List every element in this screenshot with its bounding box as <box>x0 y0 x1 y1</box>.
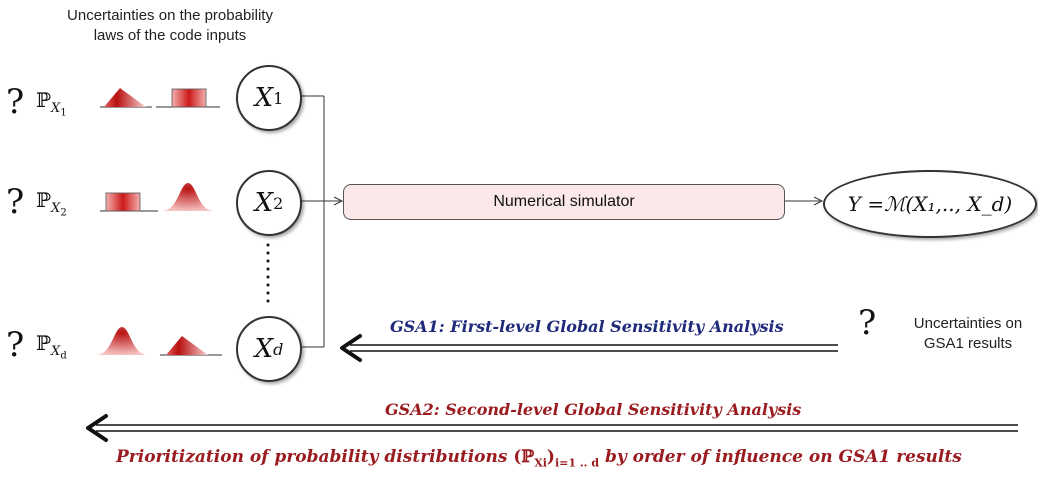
prioritization-text-before: Prioritization of probability distributi… <box>116 447 508 467</box>
prioritization-text-after: by order of influence on GSA1 results <box>604 447 962 467</box>
arrow-to-simulator <box>324 196 344 206</box>
node-var-2: X <box>254 188 274 218</box>
gsa1-arrow <box>340 334 838 362</box>
prob-symbol-d: ℙ <box>36 331 52 355</box>
question-mark-1: ? <box>6 82 25 122</box>
question-mark-d: ? <box>6 325 25 365</box>
model-output-ellipse: Y =ℳ(X₁,.., X_d) <box>823 170 1037 238</box>
prob-subsub-2: 2 <box>60 207 67 219</box>
caption-line-2: laws of the code inputs <box>93 27 247 44</box>
caption-line-1: Uncertainties on the probability <box>67 7 273 24</box>
prob-subsub-1: 1 <box>60 107 67 119</box>
prob-label-1: ℙX1 <box>36 88 67 119</box>
distribution-triangular-d <box>160 336 222 356</box>
distribution-normal-d <box>96 327 148 355</box>
gsa2-arrow <box>86 414 1018 442</box>
question-mark-gsa1: ? <box>858 303 877 343</box>
distribution-triangular-1 <box>100 88 152 108</box>
gsa2-label: GSA2: Second-level Global Sensitivity An… <box>385 400 802 419</box>
prob-sub-d: X <box>51 344 61 359</box>
simulator-label: Numerical simulator <box>493 193 635 210</box>
node-sub-d: d <box>273 339 284 359</box>
prioritization-math-index: i=1 .. d <box>554 456 600 470</box>
distribution-normal-2 <box>162 183 214 211</box>
prob-sub-2: X <box>51 201 61 216</box>
prioritization-math: (ℙXi)i=1 .. d <box>513 447 600 470</box>
distribution-uniform-2 <box>100 192 158 212</box>
prob-label-d: ℙXd <box>36 331 67 362</box>
gsa1-uncertainty-line-2: GSA1 results <box>923 335 1013 352</box>
prob-symbol-1: ℙ <box>36 88 52 112</box>
prioritization-math-open: (ℙ <box>513 447 535 467</box>
prob-subsub-d: d <box>60 350 67 362</box>
input-uncertainty-caption: Uncertainties on the probability laws of… <box>0 6 340 46</box>
arrow-to-output <box>784 196 824 206</box>
ellipsis-dots <box>266 243 270 303</box>
numerical-simulator-box: Numerical simulator <box>343 184 785 220</box>
gsa1-uncertainty-line-1: Uncertainties on <box>913 315 1023 332</box>
output-label: Y =ℳ(X₁,.., X_d) <box>847 192 1013 216</box>
prob-label-2: ℙX2 <box>36 188 67 219</box>
prioritization-math-close: ) <box>546 447 555 467</box>
prioritization-caption: Prioritization of probability distributi… <box>116 447 962 469</box>
node-sub-2: 2 <box>273 193 284 213</box>
distribution-uniform-1 <box>156 88 220 108</box>
node-sub-1: 1 <box>273 88 284 108</box>
prob-symbol-2: ℙ <box>36 188 52 212</box>
prob-sub-1: X <box>51 101 61 116</box>
prioritization-math-sub: Xi <box>534 456 547 470</box>
node-var-d: X <box>254 334 274 364</box>
gsa1-uncertainty-caption: Uncertainties on GSA1 results <box>893 314 1038 354</box>
node-var-1: X <box>254 83 274 113</box>
input-bus-connector <box>300 95 325 348</box>
question-mark-2: ? <box>6 182 25 222</box>
gsa1-label: GSA1: First-level Global Sensitivity Ana… <box>390 317 784 336</box>
